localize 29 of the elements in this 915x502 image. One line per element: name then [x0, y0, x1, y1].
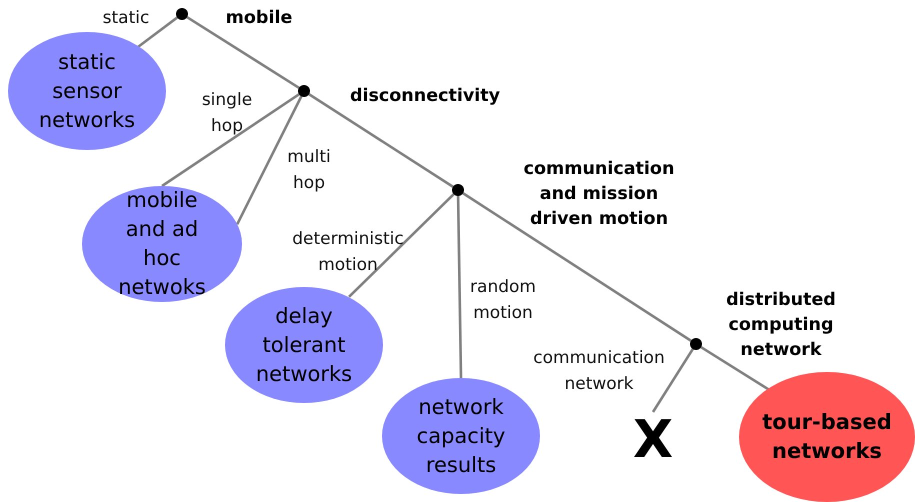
cross-mark-text: X [623, 412, 683, 468]
branch-dot [298, 85, 310, 97]
connector-line [462, 192, 692, 342]
edge-label: static [102, 7, 150, 30]
network-ellipse: network capacity results [382, 378, 540, 494]
connector-line [137, 16, 178, 48]
network-ellipse: tour-based networks [739, 372, 915, 502]
connector-line [161, 93, 300, 188]
branch-label: communication and mission driven motion [522, 158, 676, 231]
branch-dot [690, 338, 702, 350]
branch-label: distributed computing network [725, 289, 837, 362]
branch-label: mobile [224, 7, 294, 30]
edge-label: single hop [200, 89, 254, 138]
connector-line [186, 16, 300, 89]
connector-line [308, 93, 454, 188]
branch-dot [452, 184, 464, 196]
edge-label: random motion [469, 276, 537, 325]
connector-line [700, 346, 770, 392]
edge-label: multi hop [286, 146, 332, 195]
network-ellipse: mobile and ad hoc netwoks [82, 186, 242, 302]
connector-line [236, 96, 302, 225]
network-ellipse: delay tolerant networks [225, 287, 383, 403]
connector-line [348, 193, 455, 298]
branch-label: disconnectivity [348, 85, 502, 108]
connector-line [652, 348, 694, 413]
connector-line [456, 196, 462, 378]
edge-label: deterministic motion [291, 228, 405, 277]
branch-dot [176, 8, 188, 20]
network-ellipse: static sensor networks [8, 32, 166, 150]
